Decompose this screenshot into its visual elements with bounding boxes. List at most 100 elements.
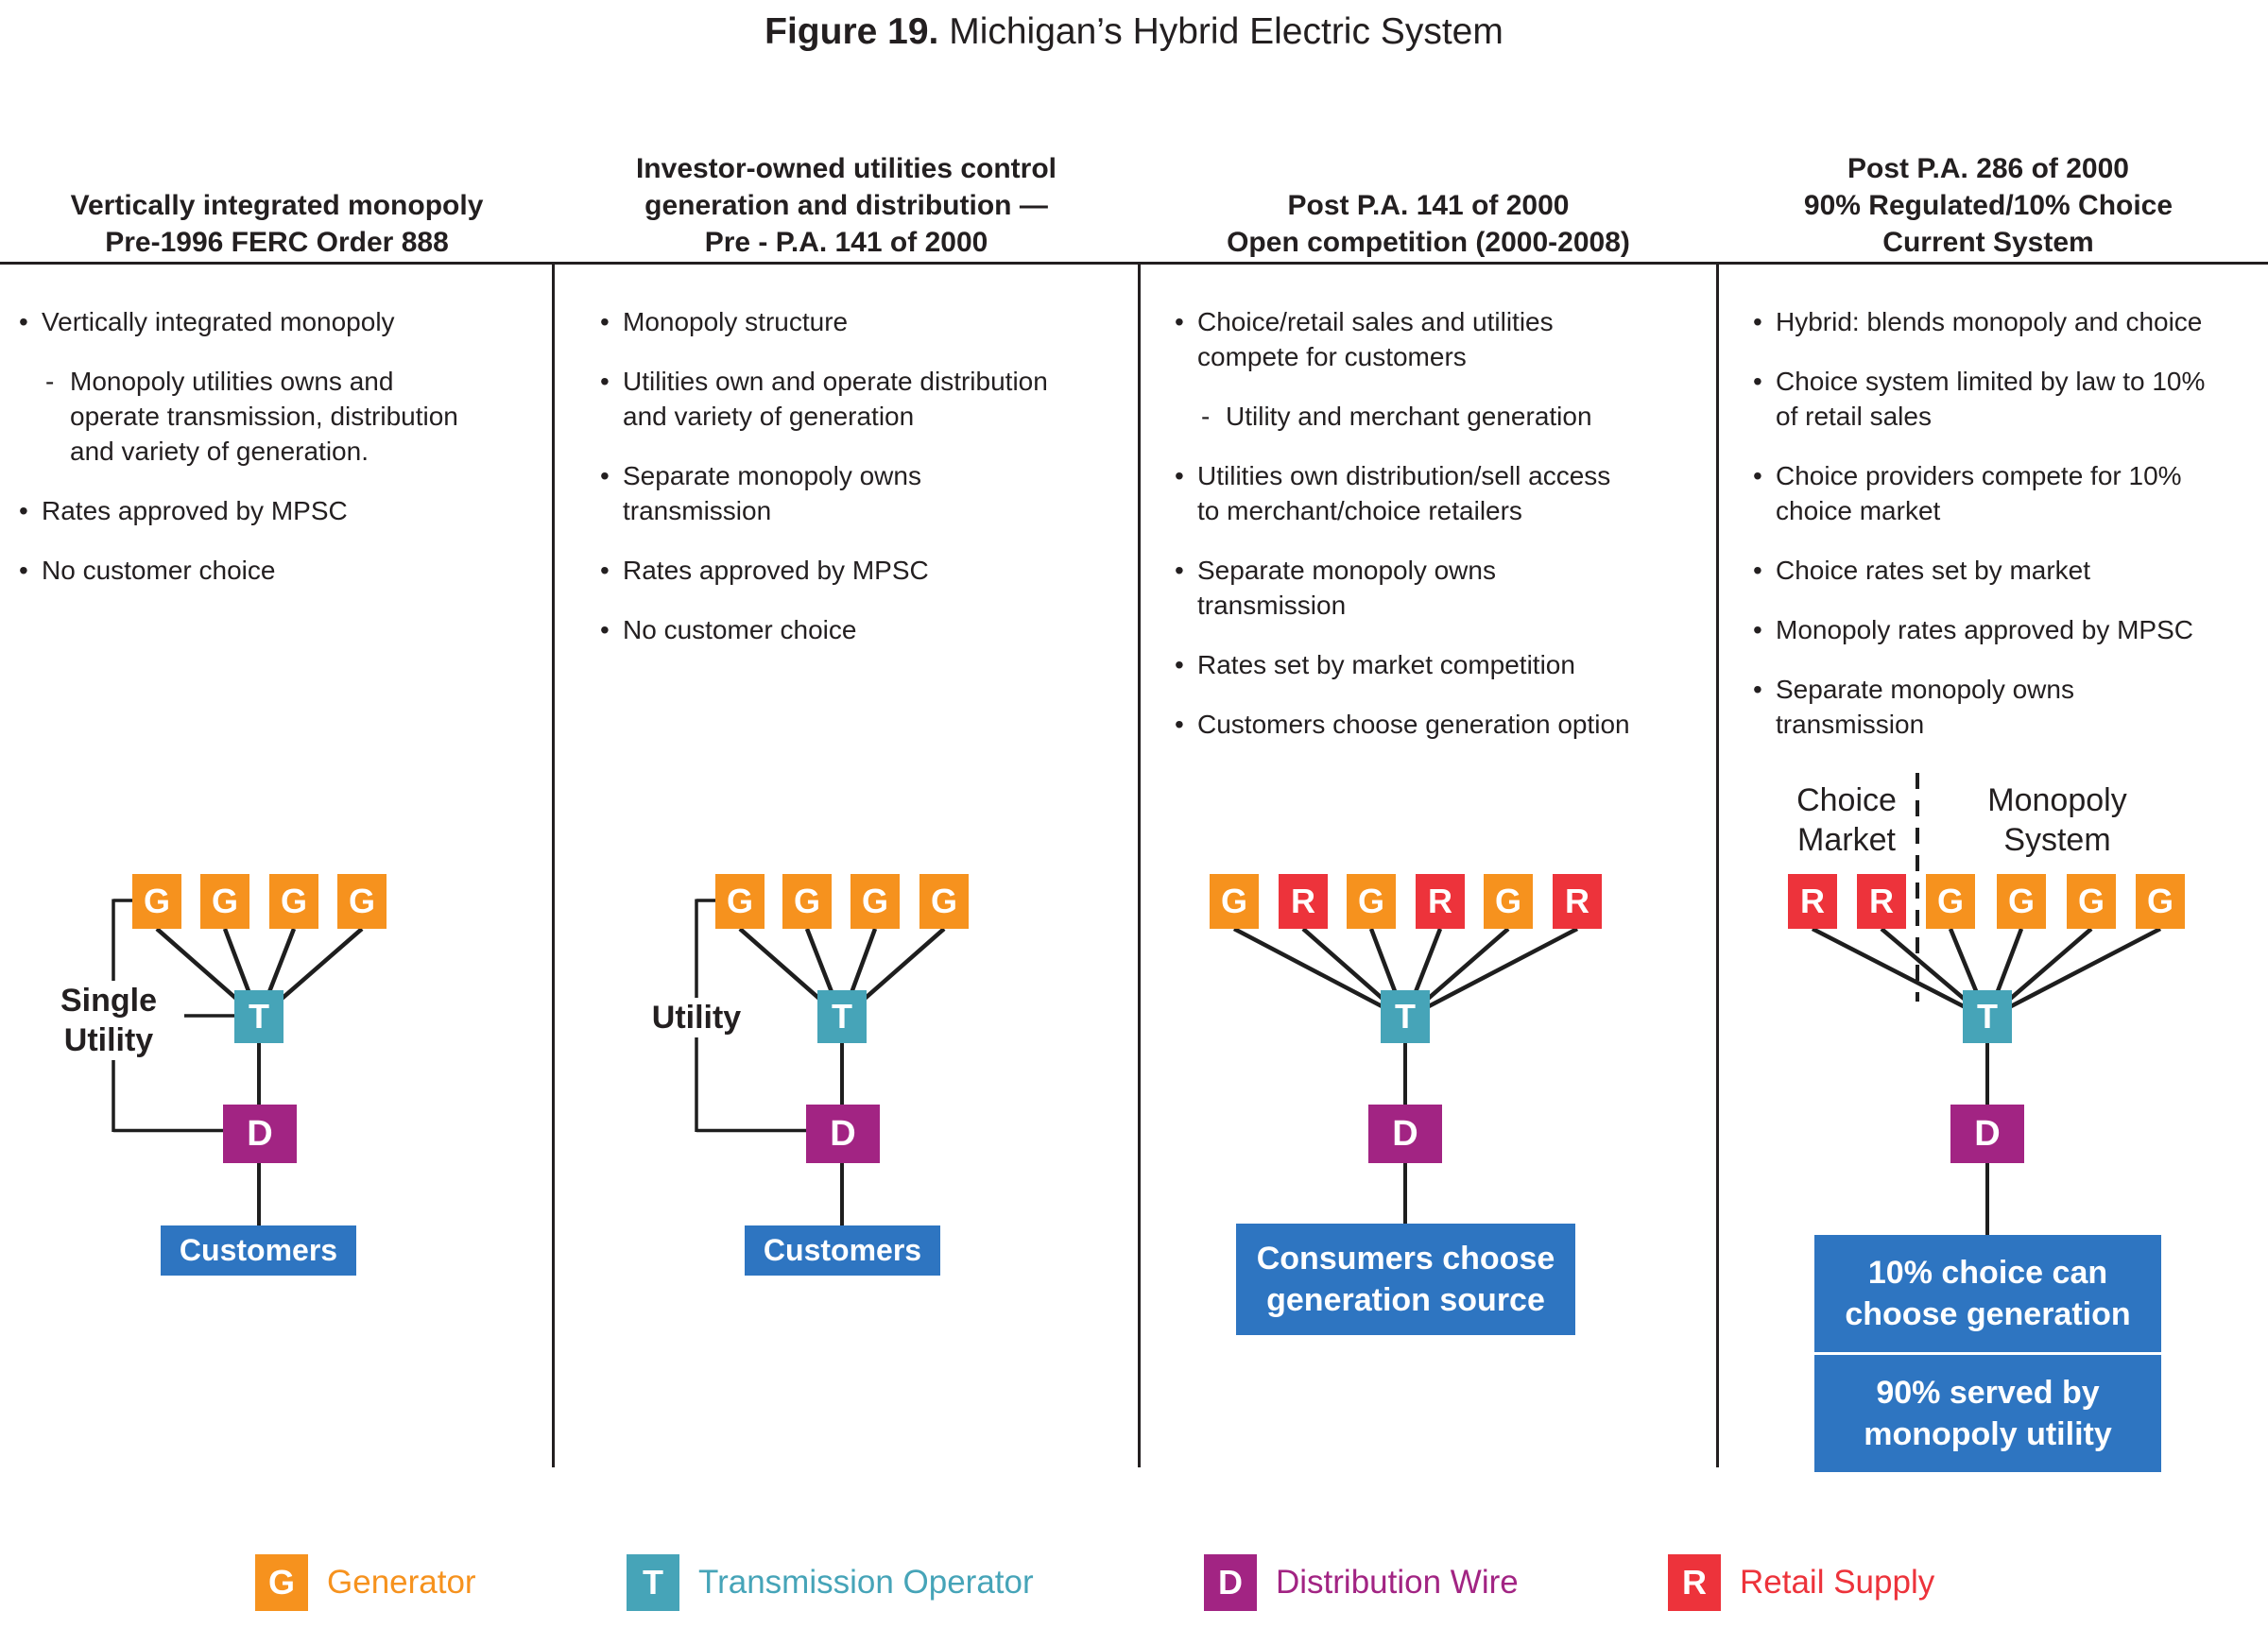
bullet-marker: • [1753, 675, 1762, 704]
bullet-text: Utilities own distribution/sell access t… [1197, 461, 1611, 525]
distribution-letter: D [1392, 1113, 1418, 1154]
bullet-item: • Separate monopoly owns transmission [600, 458, 1120, 528]
legend-retail-box: R [1668, 1554, 1721, 1611]
distribution-letter: D [1974, 1113, 2001, 1154]
bullet-item: • Utilities own distribution/sell access … [1175, 458, 1704, 528]
bullet-text: No customer choice [623, 615, 857, 644]
retail-letter: R [1869, 882, 1894, 920]
bullet-subitem: -Monopoly utilities owns and operate tra… [45, 364, 529, 469]
column3-bullets: • Choice/retail sales and utilities compe… [1175, 304, 1704, 766]
column4-header-line2: 90% Regulated/10% Choice [1803, 190, 2174, 221]
bullet-marker: • [600, 615, 610, 644]
bullet-text: Choice system limited by law to 10% of r… [1776, 367, 2206, 431]
bullet-subitem: -Utility and merchant generation [1201, 399, 1704, 434]
column4-header-line3: Current System [1882, 227, 2094, 258]
column4-header: Post P.A. 286 of 2000 90% Regulated/10% … [1718, 76, 2259, 261]
bullet-marker: • [600, 556, 610, 585]
generator-box: G [132, 874, 181, 929]
generator-letter: G [1357, 882, 1384, 920]
bullet-text: Separate monopoly owns transmission [1197, 556, 1496, 620]
generator-letter: G [793, 882, 820, 920]
page-title-text: Michigan’s Hybrid Electric System [938, 11, 1503, 52]
bullet-text: Customers choose generation option [1197, 710, 1630, 739]
bullet-item: • Monopoly structure [600, 304, 1120, 339]
bullet-marker: • [1753, 615, 1762, 644]
bullet-text: Rates approved by MPSC [623, 556, 929, 585]
bullet-text: Utility and merchant generation [1226, 402, 1592, 431]
legend-generator-label: Generator [327, 1564, 476, 1601]
bullet-item: •Rates set by market competition [1175, 647, 1704, 682]
bullet-item: •Rates approved by MPSC [19, 493, 529, 528]
bullet-marker: • [1175, 461, 1184, 490]
transmission-box: T [1963, 990, 2012, 1043]
bullet-marker: • [1175, 556, 1184, 585]
legend-generator-box: G [255, 1554, 308, 1611]
bullet-text: Vertically integrated monopoly [42, 307, 395, 336]
bullet-marker: • [1175, 307, 1184, 336]
bullet-marker: • [19, 307, 28, 336]
generator-letter: G [2077, 882, 2105, 920]
generator-box: G [1210, 874, 1259, 929]
generator-letter: G [267, 1563, 295, 1602]
distribution-box: D [806, 1105, 880, 1163]
bullet-text: No customer choice [42, 556, 276, 585]
distribution-letter: D [830, 1113, 856, 1154]
bullet-text: Choice/retail sales and utilities compet… [1197, 307, 1554, 371]
bullet-item: •Hybrid: blends monopoly and choice [1753, 304, 2259, 339]
bullet-text: Choice providers compete for 10% choice … [1776, 461, 2182, 525]
column1-header-line2: Pre-1996 FERC Order 888 [105, 227, 449, 258]
column3-header: Post P.A. 141 of 2000 Open competition (… [1140, 76, 1717, 261]
bullet-item: • Separate monopoly owns transmission [1175, 553, 1704, 623]
retail-letter: R [1428, 882, 1452, 920]
bullet-marker: • [19, 556, 28, 585]
bullet-marker: • [600, 307, 610, 336]
column1-bullets: • Vertically integrated monopoly -Monopol… [19, 304, 529, 612]
transmission-letter: T [249, 997, 269, 1036]
generator-letter: G [726, 882, 753, 920]
utility-label: Utility [626, 998, 767, 1037]
generator-box: G [337, 874, 387, 929]
bullet-marker: • [600, 461, 610, 490]
bullet-item: • Choice rates set by market [1753, 553, 2259, 588]
legend-retail-label: Retail Supply [1740, 1564, 1935, 1601]
bullet-text: Monopoly utilities owns and operate tran… [70, 367, 458, 466]
generator-letter: G [348, 882, 375, 920]
column4-header-line1: Post P.A. 286 of 2000 [1847, 153, 2129, 184]
generator-box: G [2067, 874, 2116, 929]
legend-distribution-label: Distribution Wire [1276, 1564, 1519, 1601]
column1-header: Vertically integrated monopoly Pre-1996 … [9, 76, 544, 261]
bullet-item: • No customer choice [19, 553, 529, 588]
generator-box: G [1484, 874, 1533, 929]
bullet-text: Choice rates set by market [1776, 556, 2091, 585]
generator-letter: G [211, 882, 238, 920]
retail-box: R [1279, 874, 1328, 929]
bullet-text: Separate monopoly owns transmission [623, 461, 921, 525]
retail-letter: R [1565, 882, 1589, 920]
distribution-box: D [1950, 1105, 2024, 1163]
bullet-marker: • [1753, 307, 1762, 336]
retail-box: R [1788, 874, 1837, 929]
generator-letter: G [1494, 882, 1521, 920]
column2-bullets: • Monopoly structure •Utilities own and o… [600, 304, 1120, 672]
single-utility-label: Single Utility [33, 981, 184, 1060]
distribution-letter: D [247, 1113, 273, 1154]
generator-letter: G [861, 882, 888, 920]
generator-letter: G [1220, 882, 1247, 920]
customers-box: Customers [161, 1225, 356, 1276]
bullet-marker: • [1175, 710, 1184, 739]
transmission-letter: T [643, 1563, 663, 1602]
distribution-box: D [223, 1105, 297, 1163]
generator-letter: G [143, 882, 170, 920]
bullet-marker: • [1753, 556, 1762, 585]
retail-letter: R [1682, 1563, 1707, 1602]
generator-box: G [1347, 874, 1396, 929]
bullet-text: Rates approved by MPSC [42, 496, 348, 525]
bullet-item: • Choice/retail sales and utilities compe… [1175, 304, 1704, 374]
retail-letter: R [1800, 882, 1825, 920]
bullet-item: •Utilities own and operate distribution … [600, 364, 1120, 434]
bullet-marker: • [1753, 461, 1762, 490]
bullet-text: Monopoly structure [623, 307, 849, 336]
column4-bullets: •Hybrid: blends monopoly and choice • Cho… [1753, 304, 2259, 766]
legend-transmission-label: Transmission Operator [698, 1564, 1034, 1601]
